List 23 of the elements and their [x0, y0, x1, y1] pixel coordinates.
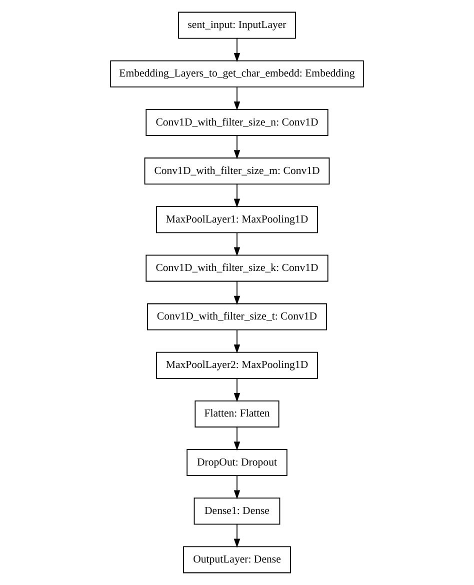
- node-box: sent_input: InputLayer: [178, 12, 296, 39]
- arrow: [234, 330, 240, 354]
- node-box: Dense1: Dense: [194, 498, 280, 525]
- node-box: MaxPoolLayer2: MaxPooling1D: [156, 352, 318, 379]
- node-box: Embedding_Layers_to_get_char_embedd: Embedding: [110, 60, 364, 88]
- arrow: [234, 426, 240, 451]
- arrow: [234, 135, 240, 160]
- arrow: [234, 184, 240, 208]
- node-box: DropOut: Dropout: [186, 449, 288, 476]
- node-box: Conv1D_with_filter_size_m: Conv1D: [144, 158, 330, 185]
- node-box: Conv1D_with_filter_size_n: Conv1D: [146, 108, 328, 136]
- node-box: Conv1D_with_filter_size_k: Conv1D: [146, 254, 328, 282]
- node-box: OutputLayer: Dense: [183, 546, 291, 574]
- arrow: [234, 38, 240, 62]
- arrow: [234, 378, 240, 402]
- arrow: [234, 524, 240, 548]
- node-box: MaxPoolLayer1: MaxPooling1D: [156, 206, 318, 234]
- node-box: Flatten: Flatten: [194, 400, 280, 428]
- arrow: [234, 475, 240, 500]
- arrow: [234, 86, 240, 111]
- node-box: Conv1D_with_filter_size_t: Conv1D: [147, 303, 327, 330]
- arrow: [234, 232, 240, 256]
- arrow: [234, 280, 240, 305]
